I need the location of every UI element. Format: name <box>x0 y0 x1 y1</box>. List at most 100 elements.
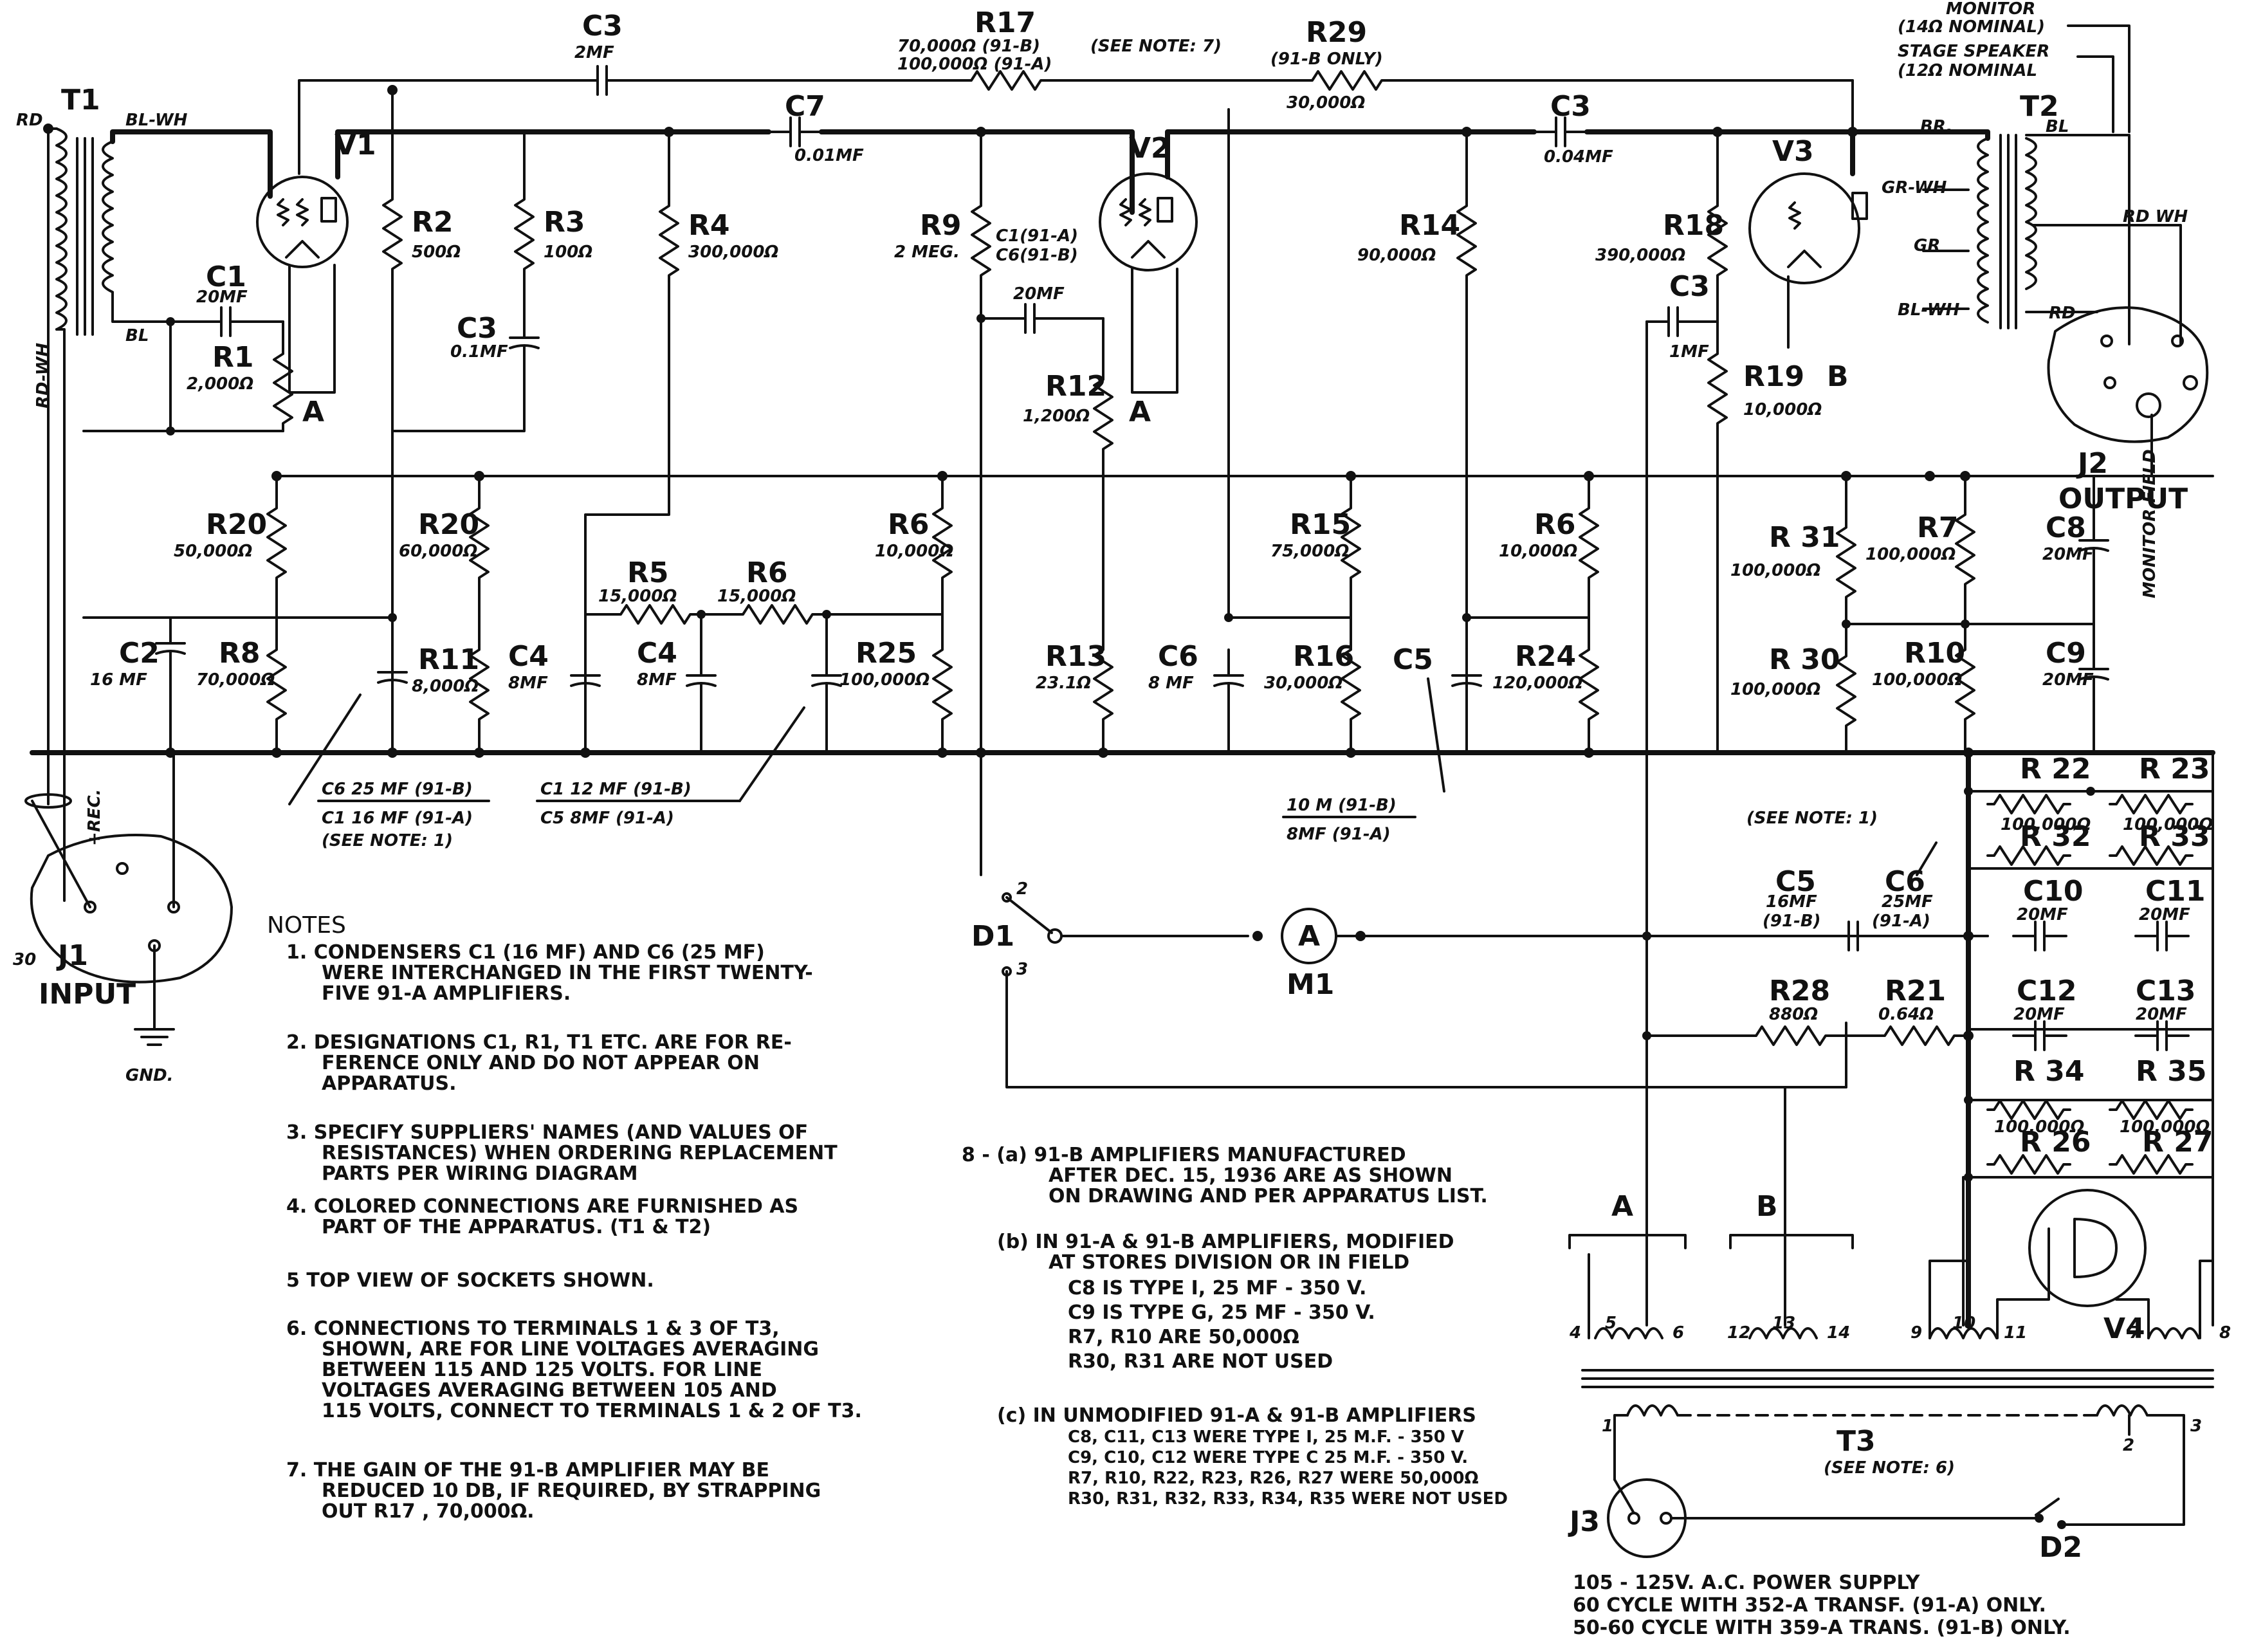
note-7-line-3: OUT R17 , 70,000Ω. <box>322 1500 535 1523</box>
note-8b-line-5: R7, R10 ARE 50,000Ω <box>1068 1326 1299 1348</box>
d1-label: D1 <box>971 920 1014 953</box>
t1-rd-label: RD <box>16 111 43 130</box>
c11-capacitor: C11 20MF <box>2134 875 2206 951</box>
c9-capacitor: C9 20MF <box>2042 637 2109 754</box>
r19-value: 10,000Ω <box>1743 400 1822 419</box>
c7-label: C7 <box>785 90 825 123</box>
r21-resistor: R21 0.64Ω <box>1877 975 1970 1046</box>
t3-pin-6: 6 <box>1672 1323 1684 1343</box>
r20b-label: R20 <box>418 508 479 541</box>
c3-top-capacitor: C3 2MF <box>298 10 741 175</box>
r13-label: R13 <box>1045 640 1106 673</box>
r13-value: 23.1Ω <box>1036 674 1091 693</box>
r34-label: R 34 <box>2013 1055 2084 1088</box>
r25-resistor: R25 100,000Ω <box>839 637 953 754</box>
r11-value: 8,000Ω <box>412 677 479 696</box>
c3-r3-value: 0.1MF <box>450 342 508 362</box>
r21-label: R21 <box>1885 975 1946 1007</box>
r33-label: R 33 <box>2139 820 2210 853</box>
t2-bl: BL <box>2046 117 2069 136</box>
see-note-1: (SEE NOTE: 1) <box>1746 809 1878 828</box>
c-v2-capacitor: C1(91-A) C6(91-B) 20MF <box>980 226 1104 334</box>
j2-label: J2 <box>2076 447 2108 480</box>
c3-mid-value: 0.04MF <box>1544 147 1613 167</box>
note-8a-line-3: ON DRAWING AND PER APPARATUS LIST. <box>1049 1185 1488 1207</box>
note-2-line-3: APPARATUS. <box>322 1072 456 1095</box>
r16-value: 30,000Ω <box>1264 674 1342 693</box>
r5-value: 15,000Ω <box>598 587 677 606</box>
r35-r27-pair: R 35 100,000Ω R 27 <box>2109 1055 2213 1175</box>
c2-label: C2 <box>119 637 160 670</box>
r5-label: R5 <box>627 556 669 589</box>
speaker-labels: MONITOR (14Ω NOMINAL) STAGE SPEAKER (12Ω… <box>1898 0 2130 133</box>
v3-heater-b: B <box>1827 360 1849 393</box>
r5-resistor: R5 15,000Ω <box>584 556 738 625</box>
notes-heading: NOTES <box>267 912 346 939</box>
d2-label: D2 <box>2039 1531 2082 1564</box>
j2-output-socket: J2 OUTPUT MONITOR FIELD <box>1929 306 2209 598</box>
note-2-line-1: 2. DESIGNATIONS C1, R1, T1 ETC. ARE FOR … <box>286 1031 792 1054</box>
r3-value: 100Ω <box>544 243 592 262</box>
supply-line-3: 50-60 CYCLE WITH 359-A TRANS. (91-B) ONL… <box>1573 1617 2071 1639</box>
r20a-label: R20 <box>206 508 267 541</box>
c6-91b-label: C6(91-B) <box>996 246 1078 265</box>
note-4-line-2: PART OF THE APPARATUS. (T1 & T2) <box>322 1216 711 1238</box>
c3-mid-label: C3 <box>1550 90 1591 123</box>
t3-pin-4: 4 <box>1569 1323 1581 1343</box>
note-8b-line-1: (b) IN 91-A & 91-B AMPLIFIERS, MODIFIED <box>997 1231 1454 1253</box>
r8-resistor: R8 70,000Ω <box>169 616 394 754</box>
r17-value-91b: 70,000Ω (91-B) <box>897 37 1040 56</box>
t3-pin-1: 1 <box>1602 1417 1613 1436</box>
note-8c-line-1: (c) IN UNMODIFIED 91-A & 91-B AMPLIFIERS <box>997 1404 1476 1427</box>
c6-value: 8 MF <box>1148 674 1194 693</box>
t3-pin-13: 13 <box>1772 1314 1795 1333</box>
c7-value: 0.01MF <box>794 146 864 165</box>
note-8a-line-2: AFTER DEC. 15, 1936 ARE AS SHOWN <box>1049 1164 1452 1187</box>
r15-value: 75,000Ω <box>1270 542 1349 561</box>
r17-label: R17 <box>975 6 1036 39</box>
r18-label: R18 <box>1663 209 1724 242</box>
c1-c5-capacitor <box>811 613 842 754</box>
c8-capacitor: C8 20MF <box>2042 475 2109 645</box>
t1-label: T1 <box>61 84 100 116</box>
c1-91a-label: C1(91-A) <box>996 226 1078 246</box>
r30-label: R 30 <box>1769 643 1840 676</box>
c3-v3-capacitor: C3 1MF <box>1645 270 1719 1024</box>
r28-resistor: R28 880Ω <box>1645 975 1880 1088</box>
callout-c1-91b: C1 12 MF (91-B) <box>540 780 692 799</box>
m1-symbol: A <box>1298 920 1320 953</box>
r25-label: R25 <box>856 637 917 670</box>
c10-value: 20MF <box>2017 905 2068 924</box>
c3-v3-value: 1MF <box>1669 342 1709 362</box>
t2-transformer: T2 BR. GR-WH GR BL-WH BL RD WH RD <box>1850 90 2188 345</box>
j2-output-label: OUTPUT <box>2058 482 2188 515</box>
monitor-field-label: MONITOR FIELD <box>2140 449 2159 598</box>
c12-capacitor: C12 20MF <box>2012 975 2077 1051</box>
r11-label: R11 <box>418 643 479 676</box>
note-6-line-2: SHOWN, ARE FOR LINE VOLTAGES AVERAGING <box>322 1338 819 1361</box>
r19-resistor: R19 10,000Ω <box>1707 346 1822 754</box>
r20a-resistor: R20 50,000Ω <box>174 475 287 619</box>
t3-pin-14: 14 <box>1827 1323 1850 1343</box>
r28-label: R28 <box>1769 975 1830 1007</box>
callout-c1-c5: C1 12 MF (91-B) C5 8MF (91-A) <box>536 706 805 828</box>
c4a-capacitor: C4 8MF <box>508 640 601 710</box>
t3-pin-9: 9 <box>1910 1323 1922 1343</box>
supply-line-2: 60 CYCLE WITH 352-A TRANSF. (91-A) ONLY. <box>1573 1594 2046 1617</box>
r4-resistor: R4 300,000Ω <box>584 131 779 754</box>
t2-label: T2 <box>2020 90 2059 123</box>
r1-value: 2,000Ω <box>187 374 253 394</box>
r34-r26-pair: R 34 100,000Ω R 26 <box>1986 1055 2091 1175</box>
c12-value: 20MF <box>2013 1005 2065 1024</box>
t3-pin-11: 11 <box>2004 1323 2027 1343</box>
r24-value: 120,000Ω <box>1492 674 1583 693</box>
r31-value: 100,000Ω <box>1730 561 1821 580</box>
t3-pin-12: 12 <box>1727 1323 1750 1343</box>
t3-label: T3 <box>1837 1425 1876 1458</box>
callout-c1: C1 16 MF (91-A) <box>322 809 473 828</box>
r20a-value: 50,000Ω <box>174 542 252 561</box>
r29-label: R29 <box>1306 16 1367 49</box>
note-7-line-1: 7. THE GAIN OF THE 91-B AMPLIFIER MAY BE <box>286 1459 769 1482</box>
c13-label: C13 <box>2136 975 2196 1007</box>
r6a-label: R6 <box>746 556 788 589</box>
